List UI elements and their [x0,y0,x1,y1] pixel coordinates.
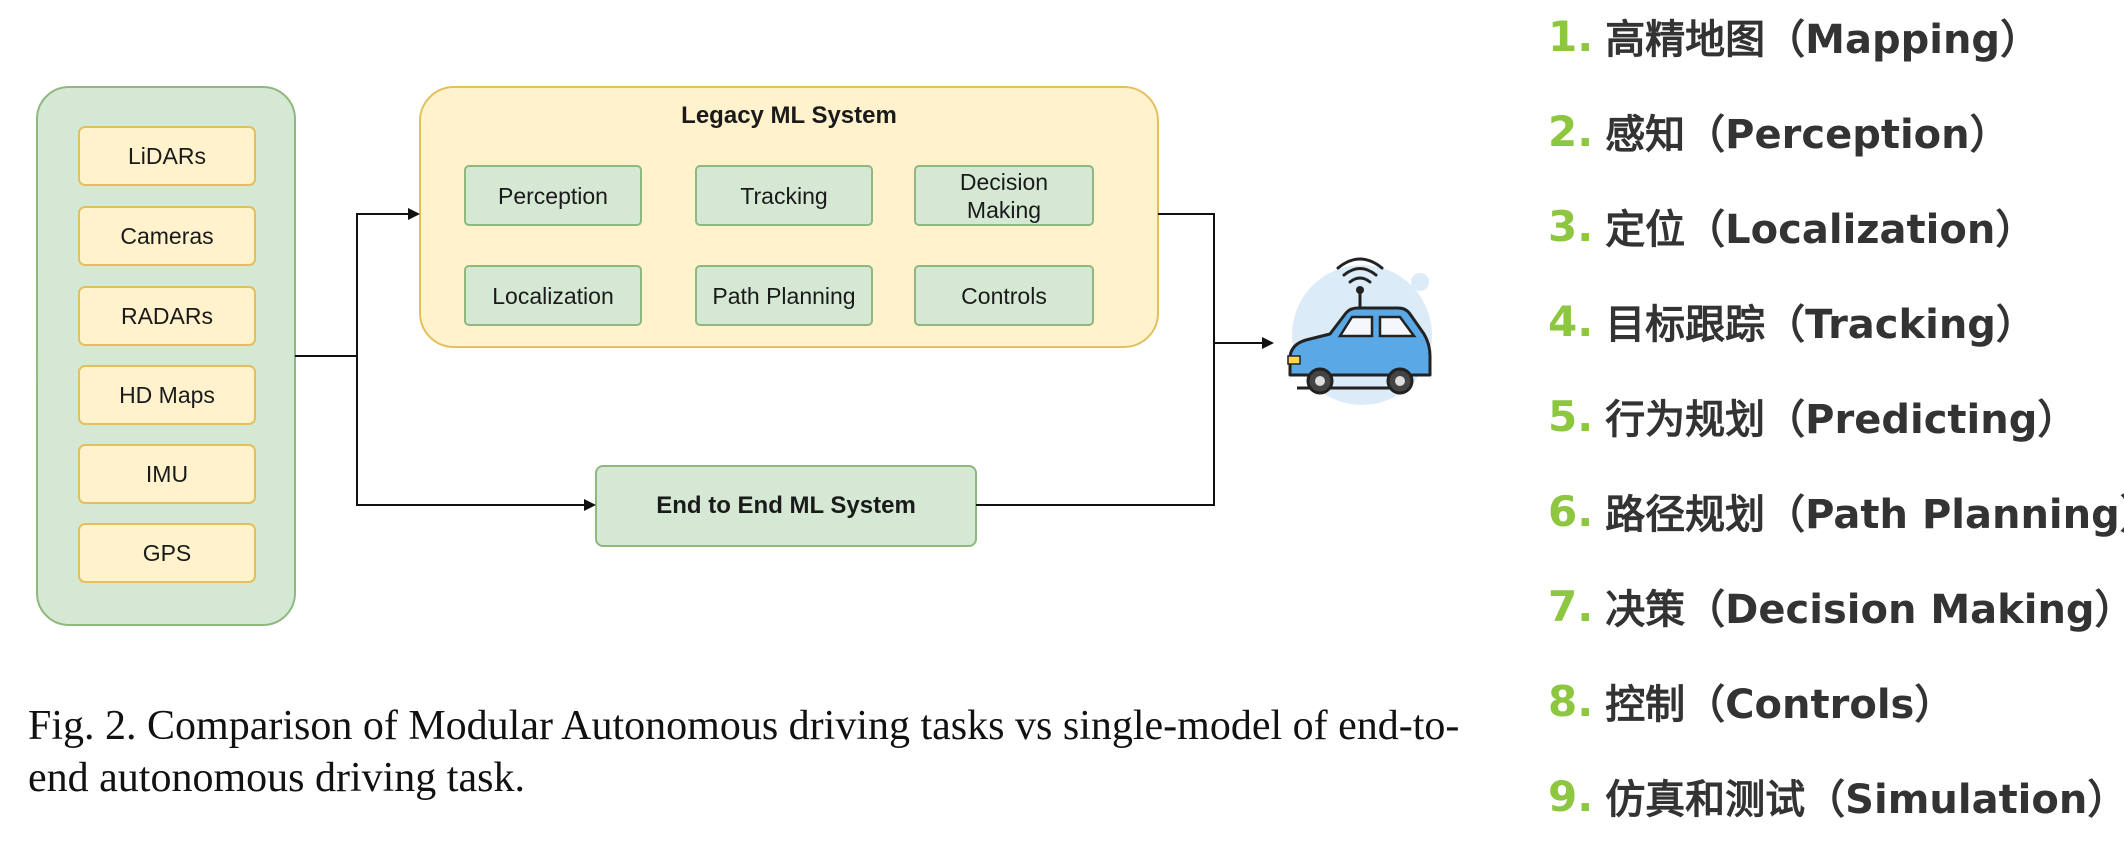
connector-legacy-to-car [1158,213,1274,349]
task-label: 目标跟踪（Tracking） [1605,302,2036,348]
task-number: 3. [1548,201,1594,251]
input-lidars: LiDARs [78,126,256,186]
task-item: 4.目标跟踪（Tracking） [1548,291,2036,351]
task-label: 高精地图（Mapping） [1605,17,2041,63]
task-item: 6.路径规划（Path Planning） [1548,481,2124,541]
task-number: 1. [1548,11,1594,61]
task-item: 1.高精地图（Mapping） [1548,6,2040,66]
task-item: 8.控制（Controls） [1548,671,1954,731]
module-perception: Perception [464,165,642,226]
task-label: 定位（Localization） [1605,207,2036,253]
end-to-end-label: End to End ML System [656,492,916,519]
figure-caption: Fig. 2. Comparison of Modular Autonomous… [28,703,1460,801]
connector-inputs-to-e2e [356,356,596,511]
legacy-system-title: Legacy ML System [681,102,897,129]
input-radars: RADARs [78,286,256,346]
task-label: 行为规划（Predicting） [1605,397,2078,443]
module-path-planning: Path Planning [695,265,873,326]
module-localization: Localization [464,265,642,326]
task-label: 路径规划（Path Planning） [1605,492,2124,538]
task-item: 5.行为规划（Predicting） [1548,386,2077,446]
connected-car-icon [1287,257,1432,405]
task-number: 5. [1548,391,1594,441]
input-hd-maps: HD Maps [78,365,256,425]
task-number: 6. [1548,486,1594,536]
module-controls: Controls [914,265,1094,326]
module-decision-making: Decision Making [914,165,1094,226]
task-label: 感知（Perception） [1605,112,2010,158]
input-gps: GPS [78,523,256,583]
module-tracking: Tracking [695,165,873,226]
task-number: 4. [1548,296,1594,346]
input-cameras: Cameras [78,206,256,266]
task-number: 9. [1548,771,1594,821]
task-label: 仿真和测试（Simulation） [1605,777,2124,823]
input-imu: IMU [78,444,256,504]
task-item: 9.仿真和测试（Simulation） [1548,766,2124,826]
task-label: 决策（Decision Making） [1605,587,2124,633]
task-number: 8. [1548,676,1594,726]
task-item: 7.决策（Decision Making） [1548,576,2124,636]
task-item: 3.定位（Localization） [1548,196,2035,256]
connector-e2e-to-car [976,343,1215,506]
task-number: 7. [1548,581,1594,631]
task-label: 控制（Controls） [1605,682,1955,728]
connector-inputs-to-legacy [295,208,420,357]
task-item: 2.感知（Perception） [1548,101,2010,161]
task-number: 2. [1548,106,1594,156]
